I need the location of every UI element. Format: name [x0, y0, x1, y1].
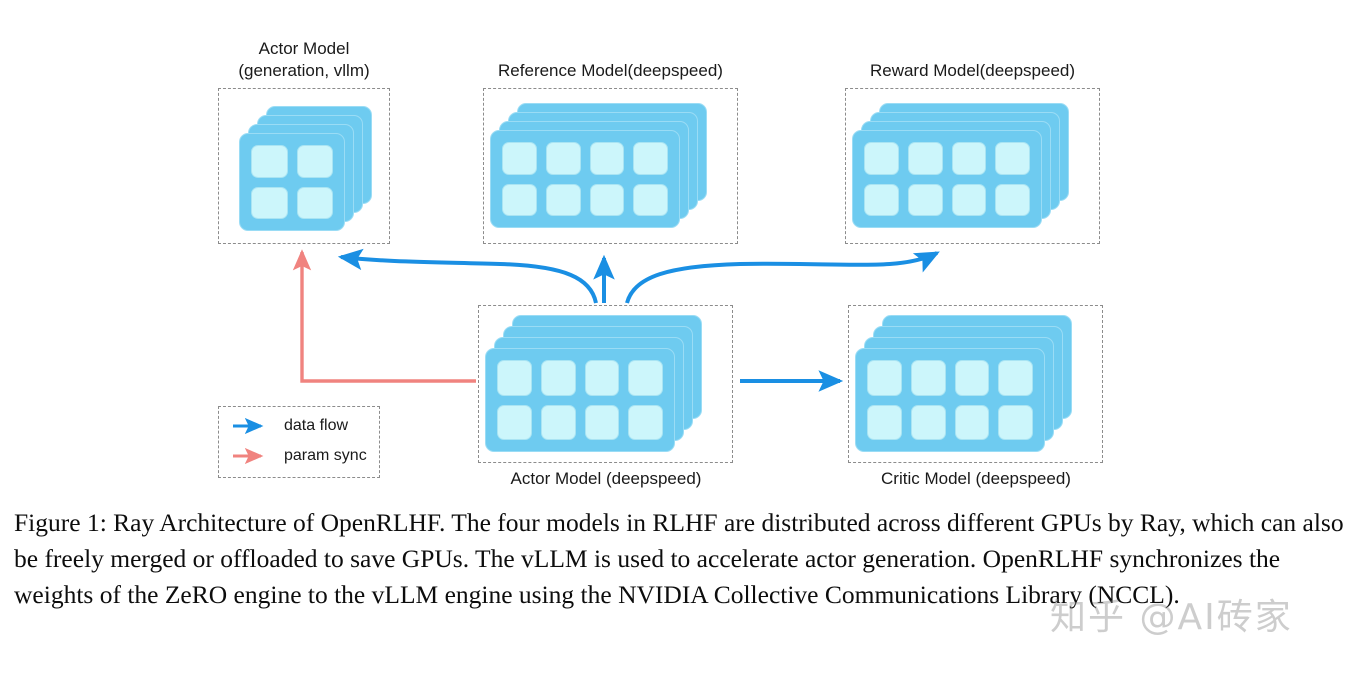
gpu-die [589, 142, 625, 175]
gpu-die [907, 142, 943, 175]
gpu-die [251, 186, 288, 219]
gpu-die [497, 360, 532, 396]
gpu-die [296, 186, 333, 219]
gpu-die [584, 360, 620, 396]
gpu-die [951, 142, 987, 175]
gpu-die [628, 404, 663, 440]
edge-actor-to-reward [625, 251, 940, 304]
gpu-die [995, 183, 1030, 216]
gpu-die [954, 360, 990, 396]
gpu-die [867, 404, 902, 440]
gpu-die [497, 404, 532, 440]
gpu-die [545, 142, 581, 175]
node-label-reference-model: Reference Model(deepspeed) [498, 61, 723, 80]
gpu-die [628, 360, 663, 396]
watermark: 知乎 @AI砖家 [1050, 597, 1293, 638]
gpu-card-front [852, 130, 1042, 228]
gpu-die [502, 183, 537, 216]
legend-label-param-sync: param sync [284, 447, 367, 464]
gpu-stack-actor-deepspeed [478, 305, 733, 463]
gpu-stack-actor-vllm [218, 88, 390, 244]
gpu-die [540, 360, 576, 396]
node-box-actor-vllm [218, 88, 390, 244]
gpu-die [633, 142, 668, 175]
legend-item-data-flow: data flow [231, 417, 348, 435]
node-box-reward-model [845, 88, 1100, 244]
node-box-actor-deepspeed [478, 305, 733, 463]
gpu-die [995, 142, 1030, 175]
gpu-die [998, 360, 1033, 396]
gpu-die [954, 404, 990, 440]
node-box-reference-model [483, 88, 738, 244]
gpu-die [540, 404, 576, 440]
edge-actor-to-vllm [337, 248, 598, 304]
gpu-card-front [490, 130, 680, 228]
gpu-die [584, 404, 620, 440]
gpu-stack-reward-model [845, 88, 1100, 244]
gpu-die [545, 183, 581, 216]
gpu-die [910, 360, 946, 396]
gpu-card-front [239, 133, 345, 231]
gpu-stack-critic-model [848, 305, 1103, 463]
gpu-die [502, 142, 537, 175]
param-sync-arrow-icon [233, 448, 264, 464]
gpu-die [251, 145, 288, 178]
gpu-die [864, 142, 899, 175]
gpu-card-front [485, 348, 675, 452]
node-label-critic-model: Critic Model (deepspeed) [881, 469, 1071, 488]
gpu-die [296, 145, 333, 178]
gpu-card-front [855, 348, 1045, 452]
node-label-actor-deepspeed: Actor Model (deepspeed) [510, 469, 702, 488]
figure-caption: Figure 1: Ray Architecture of OpenRLHF. … [14, 508, 1344, 609]
node-box-critic-model [848, 305, 1103, 463]
figure-canvas: Actor Model (generation, vllm) Reference… [218, 39, 1103, 488]
node-label-actor-vllm: Actor Model (generation, vllm) [238, 39, 370, 80]
gpu-die [867, 360, 902, 396]
data-flow-arrow-icon [233, 418, 264, 434]
legend-item-param-sync: param sync [231, 447, 367, 465]
gpu-die [589, 183, 625, 216]
gpu-die [951, 183, 987, 216]
node-label-reward-model: Reward Model(deepspeed) [869, 61, 1076, 80]
gpu-die [910, 404, 946, 440]
gpu-die [633, 183, 668, 216]
gpu-die [998, 404, 1033, 440]
legend: data flow param sync [218, 406, 380, 478]
gpu-die [864, 183, 899, 216]
gpu-stack-reference-model [483, 88, 738, 244]
legend-label-data-flow: data flow [284, 417, 349, 434]
gpu-die [907, 183, 943, 216]
edge-param-sync [292, 249, 476, 383]
